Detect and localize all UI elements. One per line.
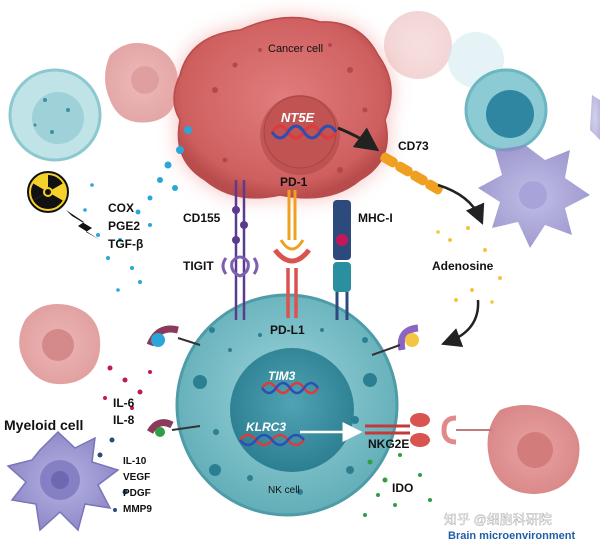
myeloid-receptor [146, 419, 201, 437]
myeloid-cell [6, 430, 120, 532]
secreted-particles [83, 126, 502, 517]
nkg2e-label: NKG2E [368, 437, 409, 451]
nk-cell [175, 293, 399, 517]
il8-label: IL-8 [113, 413, 135, 427]
background-cell-pink-right [487, 405, 580, 494]
background-cell-pink-left [19, 304, 101, 385]
tgfb-label: TGF-β [108, 237, 143, 251]
background-cell-purple-top-right [590, 95, 600, 140]
nkg2e-receptor [365, 413, 492, 447]
klrc3-label: KLRC3 [246, 420, 286, 434]
cd155-tigit-receptor [221, 180, 259, 320]
background-cell-pink-top-right [384, 11, 452, 79]
background-cell-teal-top-right [464, 68, 548, 152]
cd73-label: CD73 [398, 139, 429, 153]
radiation-icon [27, 171, 69, 213]
lightning-bolt-icon [66, 210, 100, 240]
right-adenosine-receptor [371, 324, 419, 356]
il10-label: IL-10 [123, 456, 147, 467]
mhc1-complex [333, 200, 351, 320]
watermark: 知乎 @细胞科研院 [444, 512, 552, 527]
nk-cell-label: NK cell [268, 485, 300, 496]
il6-label: IL-6 [113, 396, 135, 410]
background-cell-top-left [8, 68, 102, 162]
ido-label: IDO [392, 481, 413, 495]
background-cell-pink-top [105, 42, 179, 123]
mhc1-label: MHC-I [358, 211, 393, 225]
pd1-label: PD-1 [280, 175, 308, 189]
cancer-cell [173, 16, 392, 199]
tigit-label: TIGIT [183, 259, 214, 273]
pdl1-label: PD-L1 [270, 323, 305, 337]
myeloid-cell-label: Myeloid cell [4, 417, 83, 433]
cd155-label: CD155 [183, 211, 221, 225]
arrow-icon [299, 126, 485, 442]
brain-microenvironment-label: Brain microenvironment [448, 530, 575, 542]
pd1-receptor [279, 190, 305, 251]
cd73-enzyme [380, 152, 443, 195]
vegf-label: VEGF [123, 472, 150, 483]
pge2-label: PGE2 [108, 219, 140, 233]
cancer-cell-label: Cancer cell [268, 43, 323, 55]
adenosine-label: Adenosine [432, 259, 494, 273]
background-cell-purple-right [478, 145, 590, 248]
cox-label: COX [108, 201, 134, 215]
left-cytokine-receptor [146, 325, 201, 347]
mmp9-label: MMP9 [123, 504, 152, 515]
tim3-label: TIM3 [268, 369, 296, 383]
pdl1-ligand [273, 248, 311, 318]
pdgf-label: PDGF [123, 488, 151, 499]
nt5e-label: NT5E [281, 110, 315, 125]
